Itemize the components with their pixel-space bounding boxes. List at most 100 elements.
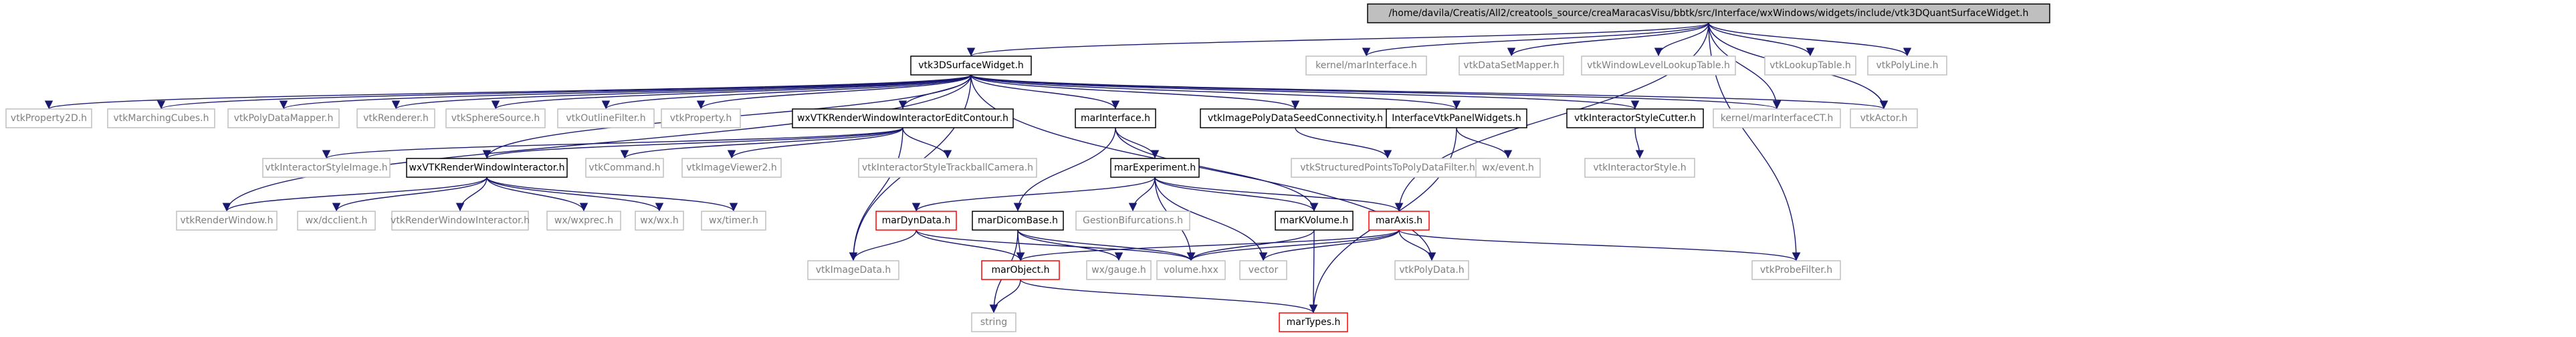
node-ma[interactable]: marAxis.h — [1368, 211, 1430, 231]
node-box — [1291, 158, 1485, 178]
node-wxwx[interactable]: wx/wx.h — [635, 211, 684, 231]
edge-root-to-vpl — [1708, 22, 1912, 57]
node-mdb[interactable]: marDicomBase.h — [972, 211, 1064, 231]
node-vpd[interactable]: vtkPolyData.h — [1394, 260, 1469, 280]
edge-wxrwi-to-wxprec — [486, 177, 588, 212]
node-label: wx/timer.h — [709, 215, 758, 226]
node-vec[interactable]: vector — [1239, 260, 1287, 280]
node-box — [1584, 158, 1695, 178]
node-wxdc[interactable]: wx/dcclient.h — [297, 211, 376, 231]
edge-mo-to-str — [989, 279, 1021, 314]
node-box — [546, 211, 621, 231]
node-vact[interactable]: vtkActor.h — [1850, 108, 1918, 128]
node-gb[interactable]: GestionBifurcations.h — [1075, 211, 1190, 231]
edge-me-to-mkv — [1154, 177, 1319, 212]
node-visi[interactable]: vtkInteractorStyleImage.h — [262, 158, 391, 178]
edge-ma-to-vol — [1186, 229, 1400, 261]
node-box — [1275, 211, 1354, 231]
node-vrw[interactable]: vtkRenderWindow.h — [176, 211, 278, 231]
edge-n3dsw-to-vss — [492, 74, 972, 110]
edge-n3dsw-to-vipdsc — [970, 74, 1300, 110]
node-wxec[interactable]: wxVTKRenderWindowInteractorEditContour.h — [792, 108, 1014, 128]
edge-mdd-to-vol — [916, 229, 1196, 261]
node-vsptpdf[interactable]: vtkStructuredPointsToPolyDataFilter.h — [1291, 158, 1485, 178]
node-mt[interactable]: marTypes.h — [1279, 312, 1348, 332]
node-wxev[interactable]: wx/event.h — [1475, 158, 1541, 178]
edge-n3dsw-to-visc — [970, 74, 1639, 110]
node-vcmd[interactable]: vtkCommand.h — [585, 158, 664, 178]
node-vol[interactable]: volume.hxx — [1156, 260, 1226, 280]
edge-root-to-kmi — [1362, 22, 1709, 57]
node-box — [1850, 108, 1918, 128]
node-box — [1394, 260, 1469, 280]
node-label: GestionBifurcations.h — [1083, 215, 1183, 226]
node-viv2[interactable]: vtkImageViewer2.h — [681, 158, 782, 178]
node-box — [635, 211, 684, 231]
node-label: vtkImagePolyDataSeedConnectivity.h — [1208, 113, 1383, 124]
node-wxg[interactable]: wx/gauge.h — [1086, 260, 1152, 280]
node-vlt[interactable]: vtkLookupTable.h — [1764, 55, 1856, 76]
node-label: InterfaceVtkPanelWidgets.h — [1392, 113, 1521, 124]
node-vid[interactable]: vtkImageData.h — [807, 260, 899, 280]
node-label: wx/gauge.h — [1091, 265, 1146, 275]
node-wxtimer[interactable]: wx/timer.h — [701, 211, 766, 231]
node-layer: /home/davila/Creatis/All2/creatools_sour… — [5, 3, 2050, 332]
node-wxrwi[interactable]: wxVTKRenderWindowInteractor.h — [406, 158, 568, 178]
node-wxprec[interactable]: wx/wxprec.h — [546, 211, 621, 231]
node-vpdm[interactable]: vtkPolyDataMapper.h — [227, 108, 340, 128]
node-box — [391, 211, 529, 231]
edge-n3dsw-to-kmict — [970, 74, 1781, 110]
node-ivpw[interactable]: InterfaceVtkPanelWidgets.h — [1386, 108, 1527, 128]
node-vof[interactable]: vtkOutlineFilter.h — [557, 108, 655, 128]
node-vss[interactable]: vtkSphereSource.h — [445, 108, 546, 128]
node-vistc[interactable]: vtkInteractorStyleTrackballCamera.h — [858, 158, 1037, 178]
node-vprop[interactable]: vtkProperty.h — [661, 108, 741, 128]
node-label: marAxis.h — [1376, 215, 1422, 226]
node-vrwi[interactable]: vtkRenderWindowInteractor.h — [391, 211, 530, 231]
node-mkv[interactable]: marKVolume.h — [1275, 211, 1354, 231]
node-box — [297, 211, 376, 231]
node-visc[interactable]: vtkInteractorStyleCutter.h — [1566, 108, 1704, 128]
node-mi[interactable]: marInterface.h — [1075, 108, 1156, 128]
node-vren[interactable]: vtkRenderer.h — [356, 108, 435, 128]
node-box — [1367, 3, 2050, 23]
node-label: marExperiment.h — [1114, 162, 1196, 173]
node-n3dsw[interactable]: vtk3DSurfaceWidget.h — [910, 55, 1032, 76]
node-label: vtkDataSetMapper.h — [1463, 60, 1559, 71]
node-label: wxVTKRenderWindowInteractorEditContour.h — [797, 113, 1008, 124]
node-vpl[interactable]: vtkPolyLine.h — [1867, 55, 1947, 76]
edge-ma-to-vpf — [1398, 229, 1800, 261]
node-label: kernel/marInterfaceCT.h — [1721, 113, 1833, 124]
node-box — [406, 158, 568, 178]
node-box — [910, 55, 1032, 76]
node-mdd[interactable]: marDynData.h — [875, 211, 957, 231]
node-label: vtk3DSurfaceWidget.h — [918, 60, 1024, 71]
node-box — [661, 108, 741, 128]
edge-wxec-to-wxrwi — [483, 127, 903, 159]
node-label: marDynData.h — [882, 215, 951, 226]
node-kmict[interactable]: kernel/marInterfaceCT.h — [1713, 108, 1841, 128]
node-vipdsc[interactable]: vtkImagePolyDataSeedConnectivity.h — [1200, 108, 1391, 128]
node-box — [5, 108, 92, 128]
node-box — [858, 158, 1037, 178]
node-box — [1305, 55, 1427, 76]
edge-wxec-to-vcmd — [620, 127, 903, 159]
node-vpf[interactable]: vtkProbeFilter.h — [1751, 260, 1841, 280]
node-me[interactable]: marExperiment.h — [1110, 158, 1200, 178]
node-vmc[interactable]: vtkMarchingCubes.h — [107, 108, 215, 128]
node-str[interactable]: string — [971, 312, 1016, 332]
node-vdsm[interactable]: vtkDataSetMapper.h — [1459, 55, 1564, 76]
node-vwllt[interactable]: vtkWindowLevelLookupTable.h — [1581, 55, 1736, 76]
edge-wxrwi-to-vrw — [222, 177, 488, 212]
node-label: vtkProperty2D.h — [11, 113, 87, 124]
node-box — [681, 158, 782, 178]
node-box — [1075, 211, 1190, 231]
node-vis[interactable]: vtkInteractorStyle.h — [1584, 158, 1695, 178]
node-root[interactable]: /home/davila/Creatis/All2/creatools_sour… — [1367, 3, 2050, 23]
node-kmi[interactable]: kernel/marInterface.h — [1305, 55, 1427, 76]
edge-ma-to-mo — [1016, 229, 1400, 261]
node-mo[interactable]: marObject.h — [981, 260, 1060, 280]
node-box — [981, 260, 1060, 280]
node-vp2d[interactable]: vtkProperty2D.h — [5, 108, 92, 128]
